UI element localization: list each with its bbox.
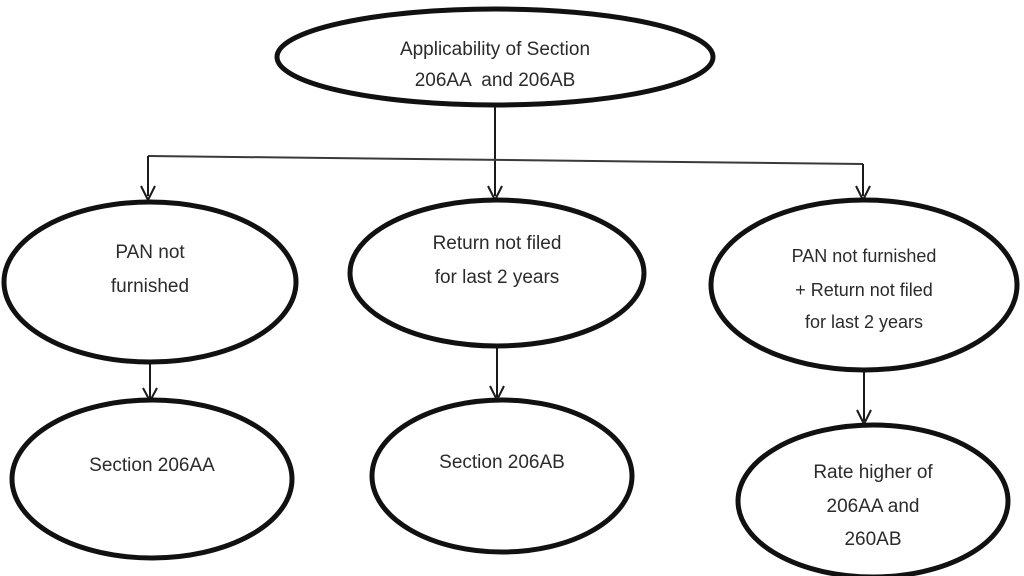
node-cond-left-line2: furnished: [111, 276, 189, 297]
node-cond-right-shape[interactable]: [708, 197, 1020, 373]
node-result-right-line2: 206AA and: [827, 496, 920, 517]
node-cond-center-shape[interactable]: [347, 197, 647, 349]
node-result-center[interactable]: Section 206AB: [369, 397, 635, 555]
edge-distribution-bar: [147, 155, 864, 165]
node-cond-left[interactable]: PAN not furnished: [1, 199, 299, 365]
node-result-right[interactable]: Rate higher of 206AA and 260AB: [735, 422, 1011, 576]
node-result-center-line1: Section 206AB: [439, 452, 565, 473]
node-cond-left-line1: PAN not: [115, 242, 185, 263]
node-cond-center-line2: for last 2 years: [435, 267, 560, 288]
edge-group-conditions-to-results: [142, 346, 872, 427]
node-cond-center[interactable]: Return not filed for last 2 years: [347, 197, 647, 349]
node-root-line1: Applicability of Section: [400, 39, 590, 60]
node-cond-right[interactable]: PAN not furnished + Return not filed for…: [708, 197, 1020, 373]
node-root-line2: 206AA and 206AB: [415, 70, 576, 91]
node-result-left[interactable]: Section 206AA: [9, 397, 295, 561]
node-root-shape[interactable]: [274, 6, 716, 108]
node-result-left-line1: Section 206AA: [89, 455, 215, 476]
edge-group-root-to-conditions: [140, 106, 871, 203]
node-result-center-shape[interactable]: [369, 397, 635, 555]
node-cond-right-line1: PAN not furnished: [792, 246, 937, 266]
node-result-left-shape[interactable]: [9, 397, 295, 561]
node-result-right-line1: Rate higher of: [813, 462, 933, 483]
node-cond-right-line3: for last 2 years: [805, 312, 923, 332]
node-result-right-line3: 260AB: [844, 529, 901, 550]
node-cond-right-line2: + Return not filed: [795, 280, 933, 300]
node-result-right-shape[interactable]: [735, 422, 1011, 576]
node-cond-left-shape[interactable]: [1, 199, 299, 365]
node-cond-center-line1: Return not filed: [433, 233, 562, 254]
node-root[interactable]: Applicability of Section 206AA and 206AB: [274, 6, 716, 108]
